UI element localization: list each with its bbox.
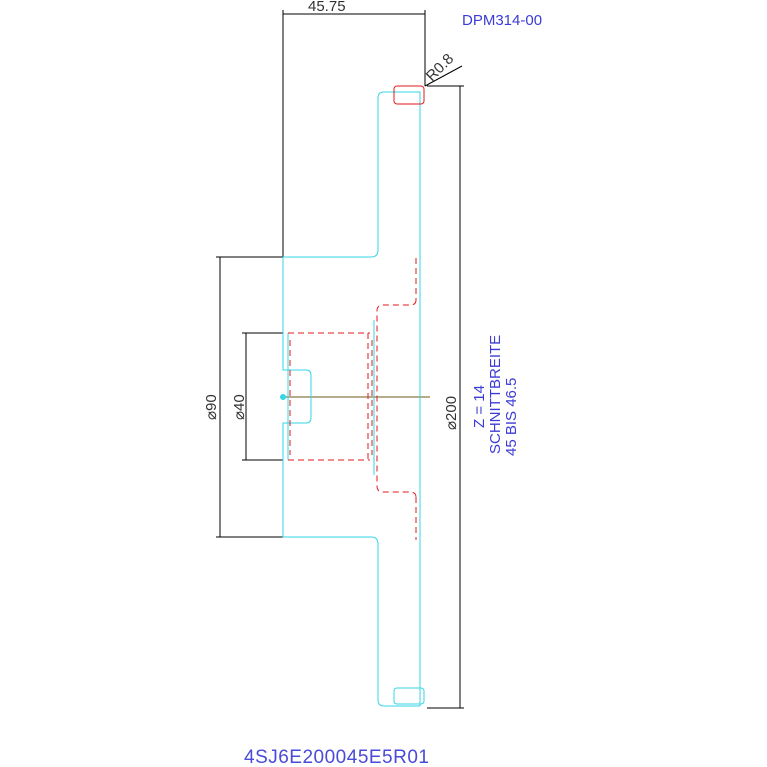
width-dimension-label: 45.75 [308, 0, 346, 15]
width-dimension: 45.75 [282, 0, 426, 258]
radius-label: R0.8 [423, 50, 457, 84]
center-point [280, 394, 286, 400]
specification-notes: Z = 14 SCHNITTBREITE 45 BIS 46.5 [471, 335, 520, 456]
bore-diameter-dimension: ⌀40 [231, 332, 283, 461]
hidden-cut-lines [288, 85, 425, 540]
bore-diameter-label: ⌀40 [231, 394, 248, 420]
hub-diameter-dimension: ⌀90 [203, 256, 283, 538]
radius-callout: R0.8 [423, 50, 463, 87]
note-cut-width-range: 45 BIS 46.5 [503, 378, 520, 456]
outer-diameter-label: ⌀200 [443, 396, 460, 430]
hub-diameter-label: ⌀90 [203, 394, 220, 420]
part-number: 4SJ6E200045E5R01 [244, 747, 429, 767]
note-cut-width-label: SCHNITTBREITE [487, 335, 504, 454]
note-teeth-count: Z = 14 [471, 385, 488, 428]
blade-profile [282, 91, 425, 707]
outer-diameter-dimension: ⌀200 [427, 85, 464, 709]
reference-code: DPM314-00 [462, 12, 542, 29]
